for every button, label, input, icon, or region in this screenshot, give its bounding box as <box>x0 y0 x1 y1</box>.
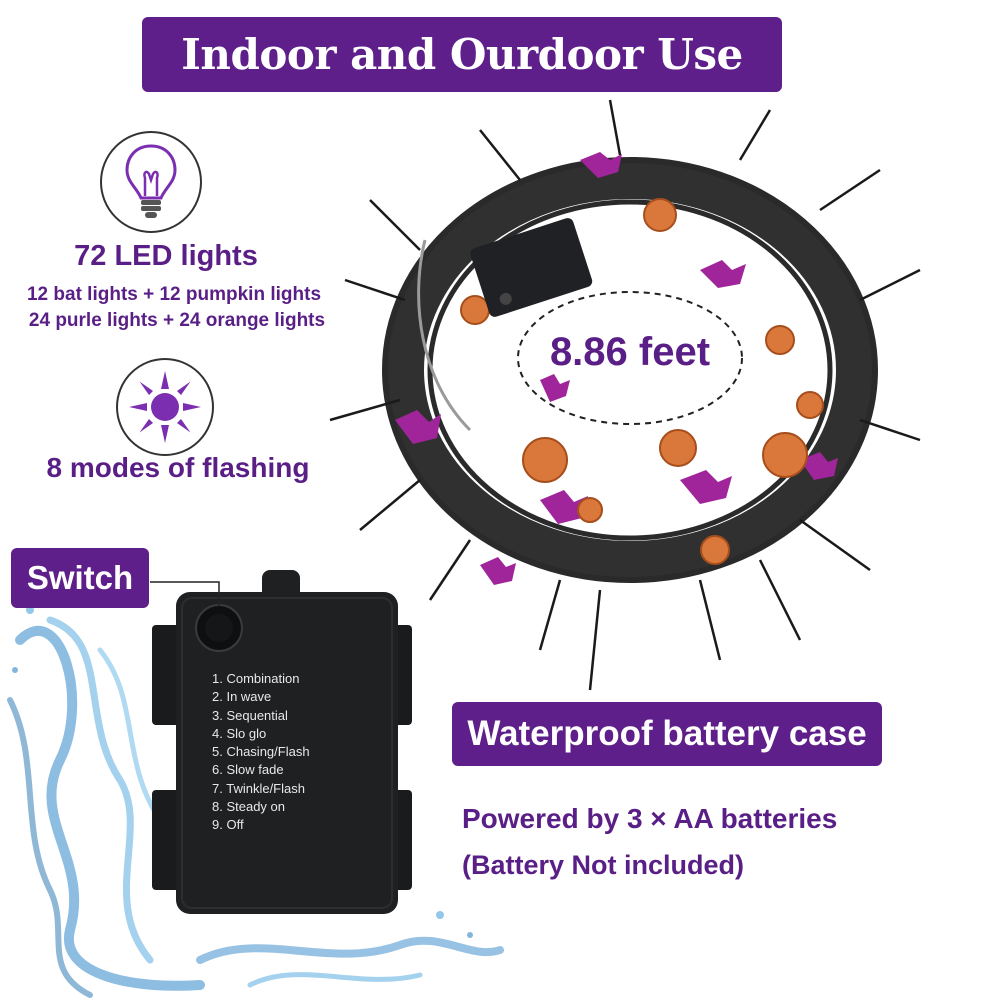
mode-item: 9. Off <box>212 817 244 833</box>
sun-icon <box>116 358 214 456</box>
light-bulb-icon <box>100 131 202 233</box>
mode-item: 4. Slo glo <box>212 725 267 741</box>
water-splash <box>7 602 504 998</box>
waterproof-label: Waterproof battery case <box>452 702 882 766</box>
switch-label: Switch <box>11 548 149 608</box>
mode-item: 1. Combination <box>212 671 300 686</box>
led-breakdown-line-1: 12 bat lights + 12 pumpkin lights <box>26 284 322 305</box>
flash-modes-title: 8 modes of flashing <box>46 452 310 483</box>
mode-item: 5. Chasing/Flash <box>212 744 310 760</box>
mode-item: 2. In wave <box>212 689 272 705</box>
power-source-text: Powered by 3 × AA batteries <box>462 803 838 834</box>
wreath-length-label: 8.86 feet <box>549 330 711 374</box>
battery-case <box>150 570 412 914</box>
led-breakdown-line-2: 24 purle lights + 24 orange lights <box>28 310 326 331</box>
mode-item: 6. Slow fade <box>212 762 284 778</box>
title-banner: Indoor and Ourdoor Use <box>142 17 782 92</box>
mode-item: 3. Sequential <box>212 707 288 723</box>
mode-item: 8. Steady on <box>212 799 285 815</box>
led-count-title: 72 LED lights <box>74 240 258 272</box>
mode-item: 7. Twinkle/Flash <box>212 780 305 796</box>
twig-wreath <box>329 99 921 691</box>
battery-not-included-text: (Battery Not included) <box>462 850 745 880</box>
battery-mode-list: 1. Combination 2. In wave 3. Sequential … <box>212 670 310 835</box>
